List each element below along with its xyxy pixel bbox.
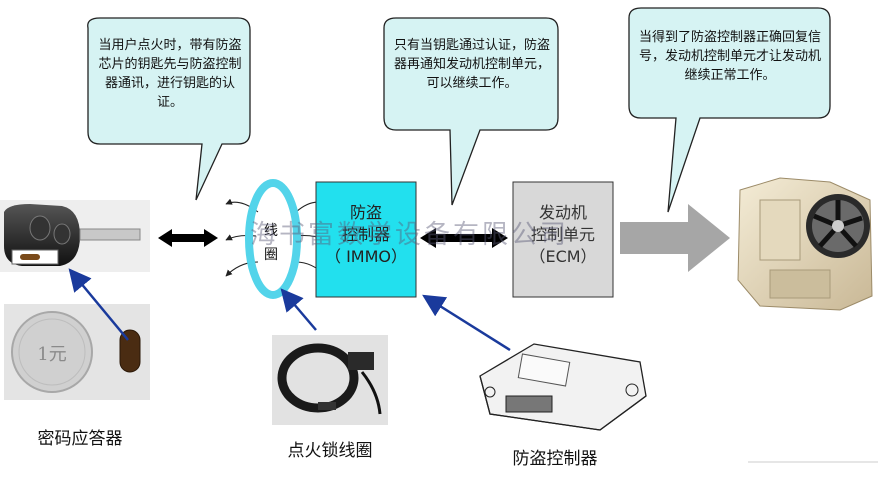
immo-label: 防盗 控制器 （ IMMO）	[316, 202, 416, 268]
transponder-photo	[4, 304, 150, 400]
caption-immo-unit: 防盗控制器	[512, 449, 598, 469]
bubble-text-ecm-confirm: 当得到了防盗控制器正确回复信号，发动机控制单元才让发动机继续正常工作。	[638, 30, 821, 83]
pointer-arrow-coil	[280, 288, 317, 331]
immo-label-line3: （ IMMO）	[324, 247, 407, 266]
coil-label-char2: 圈	[264, 247, 278, 263]
ecm-label-line3: （ECM）	[529, 247, 597, 266]
ecm-label-line1: 发动机	[538, 203, 587, 222]
speech-bubble-auth	[383, 17, 559, 206]
immo-box	[315, 181, 417, 298]
pointer-arrow-transponder	[68, 268, 129, 341]
coil-ring	[245, 179, 301, 299]
arrow-immo-ecm	[420, 228, 508, 248]
coil-label-char1: 线	[264, 223, 278, 239]
watermark: 海书富数学设备有限公司	[250, 220, 570, 250]
caption-transponder: 密码应答器	[37, 429, 123, 449]
car-key-image	[0, 200, 150, 272]
ecm-label: 发动机 控制单元 （ECM）	[513, 202, 613, 268]
bubble-text-ignition: 当用户点火时，带有防盗芯片的钥匙先与防盗控制器通讯，进行钥匙的认证。	[98, 38, 242, 110]
speech-bubble-ignition	[87, 17, 251, 201]
bubble-text-auth: 只有当钥匙通过认证，防盗器再通知发动机控制单元，可以继续工作。	[393, 38, 550, 91]
arrow-key-coil	[158, 229, 218, 247]
ecm-box	[512, 181, 614, 298]
pointer-arrow-immo	[422, 294, 511, 352]
immo-label-line2: 控制器	[341, 225, 390, 244]
caption-ignition-coil: 点火锁线圈	[287, 441, 373, 461]
ecm-label-line2: 控制单元	[530, 225, 595, 244]
engine-image	[737, 177, 873, 311]
immo-label-line1: 防盗	[349, 203, 382, 222]
big-arrow-to-engine	[620, 204, 730, 272]
immo-unit-photo	[479, 343, 647, 431]
ignition-coil-photo	[272, 335, 388, 425]
coin-text: 1元	[37, 344, 66, 365]
speech-bubble-ecm-confirm	[628, 7, 831, 213]
